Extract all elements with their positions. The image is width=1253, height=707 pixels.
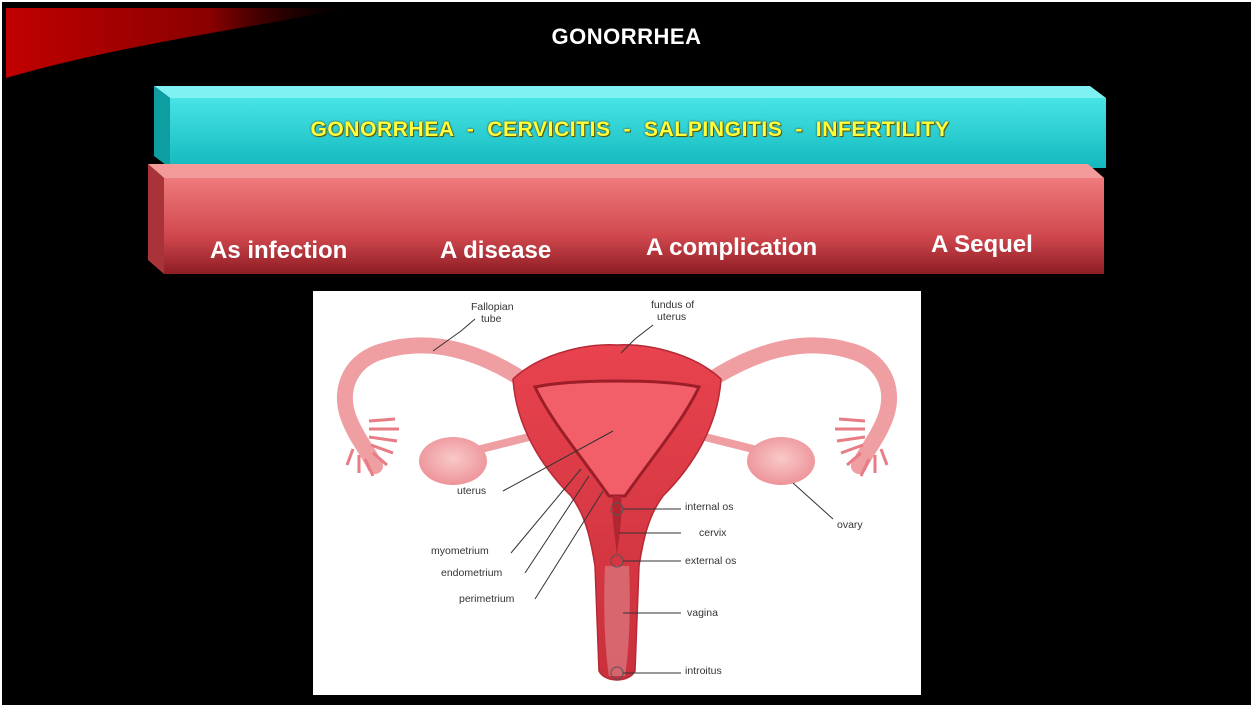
sequence-banner-text: GONORRHEA - CERVICITIS - SALPINGITIS - I… [154, 118, 1106, 142]
label-ovary: ovary [837, 519, 863, 531]
label-vagina: vagina [687, 607, 718, 619]
label-myometrium: myometrium [431, 545, 489, 557]
stage-sequel: A Sequel [931, 231, 1033, 259]
label-introitus: introitus [685, 665, 722, 677]
uterus-anatomy-diagram: Fallopian tube fundus of uterus uterus i… [313, 291, 921, 695]
label-fundus-1: fundus of [651, 299, 694, 311]
stage-disease: A disease [440, 237, 551, 265]
left-ovary [419, 437, 487, 485]
label-endometrium: endometrium [441, 567, 502, 579]
label-fallopian-tube-2: tube [481, 313, 501, 325]
label-uterus: uterus [457, 485, 486, 497]
slide-title: GONORRHEA [0, 24, 1253, 50]
right-ovary [747, 437, 815, 485]
label-external-os: external os [685, 555, 736, 567]
label-cervix: cervix [699, 527, 726, 539]
stage-infection: As infection [210, 237, 347, 265]
label-internal-os: internal os [685, 501, 733, 513]
stage-complication: A complication [646, 234, 817, 262]
label-fallopian-tube-1: Fallopian [471, 301, 514, 313]
label-fundus-2: uterus [657, 311, 686, 323]
uterus-illustration [313, 291, 921, 695]
vagina-canal [604, 566, 630, 676]
label-perimetrium: perimetrium [459, 593, 514, 605]
